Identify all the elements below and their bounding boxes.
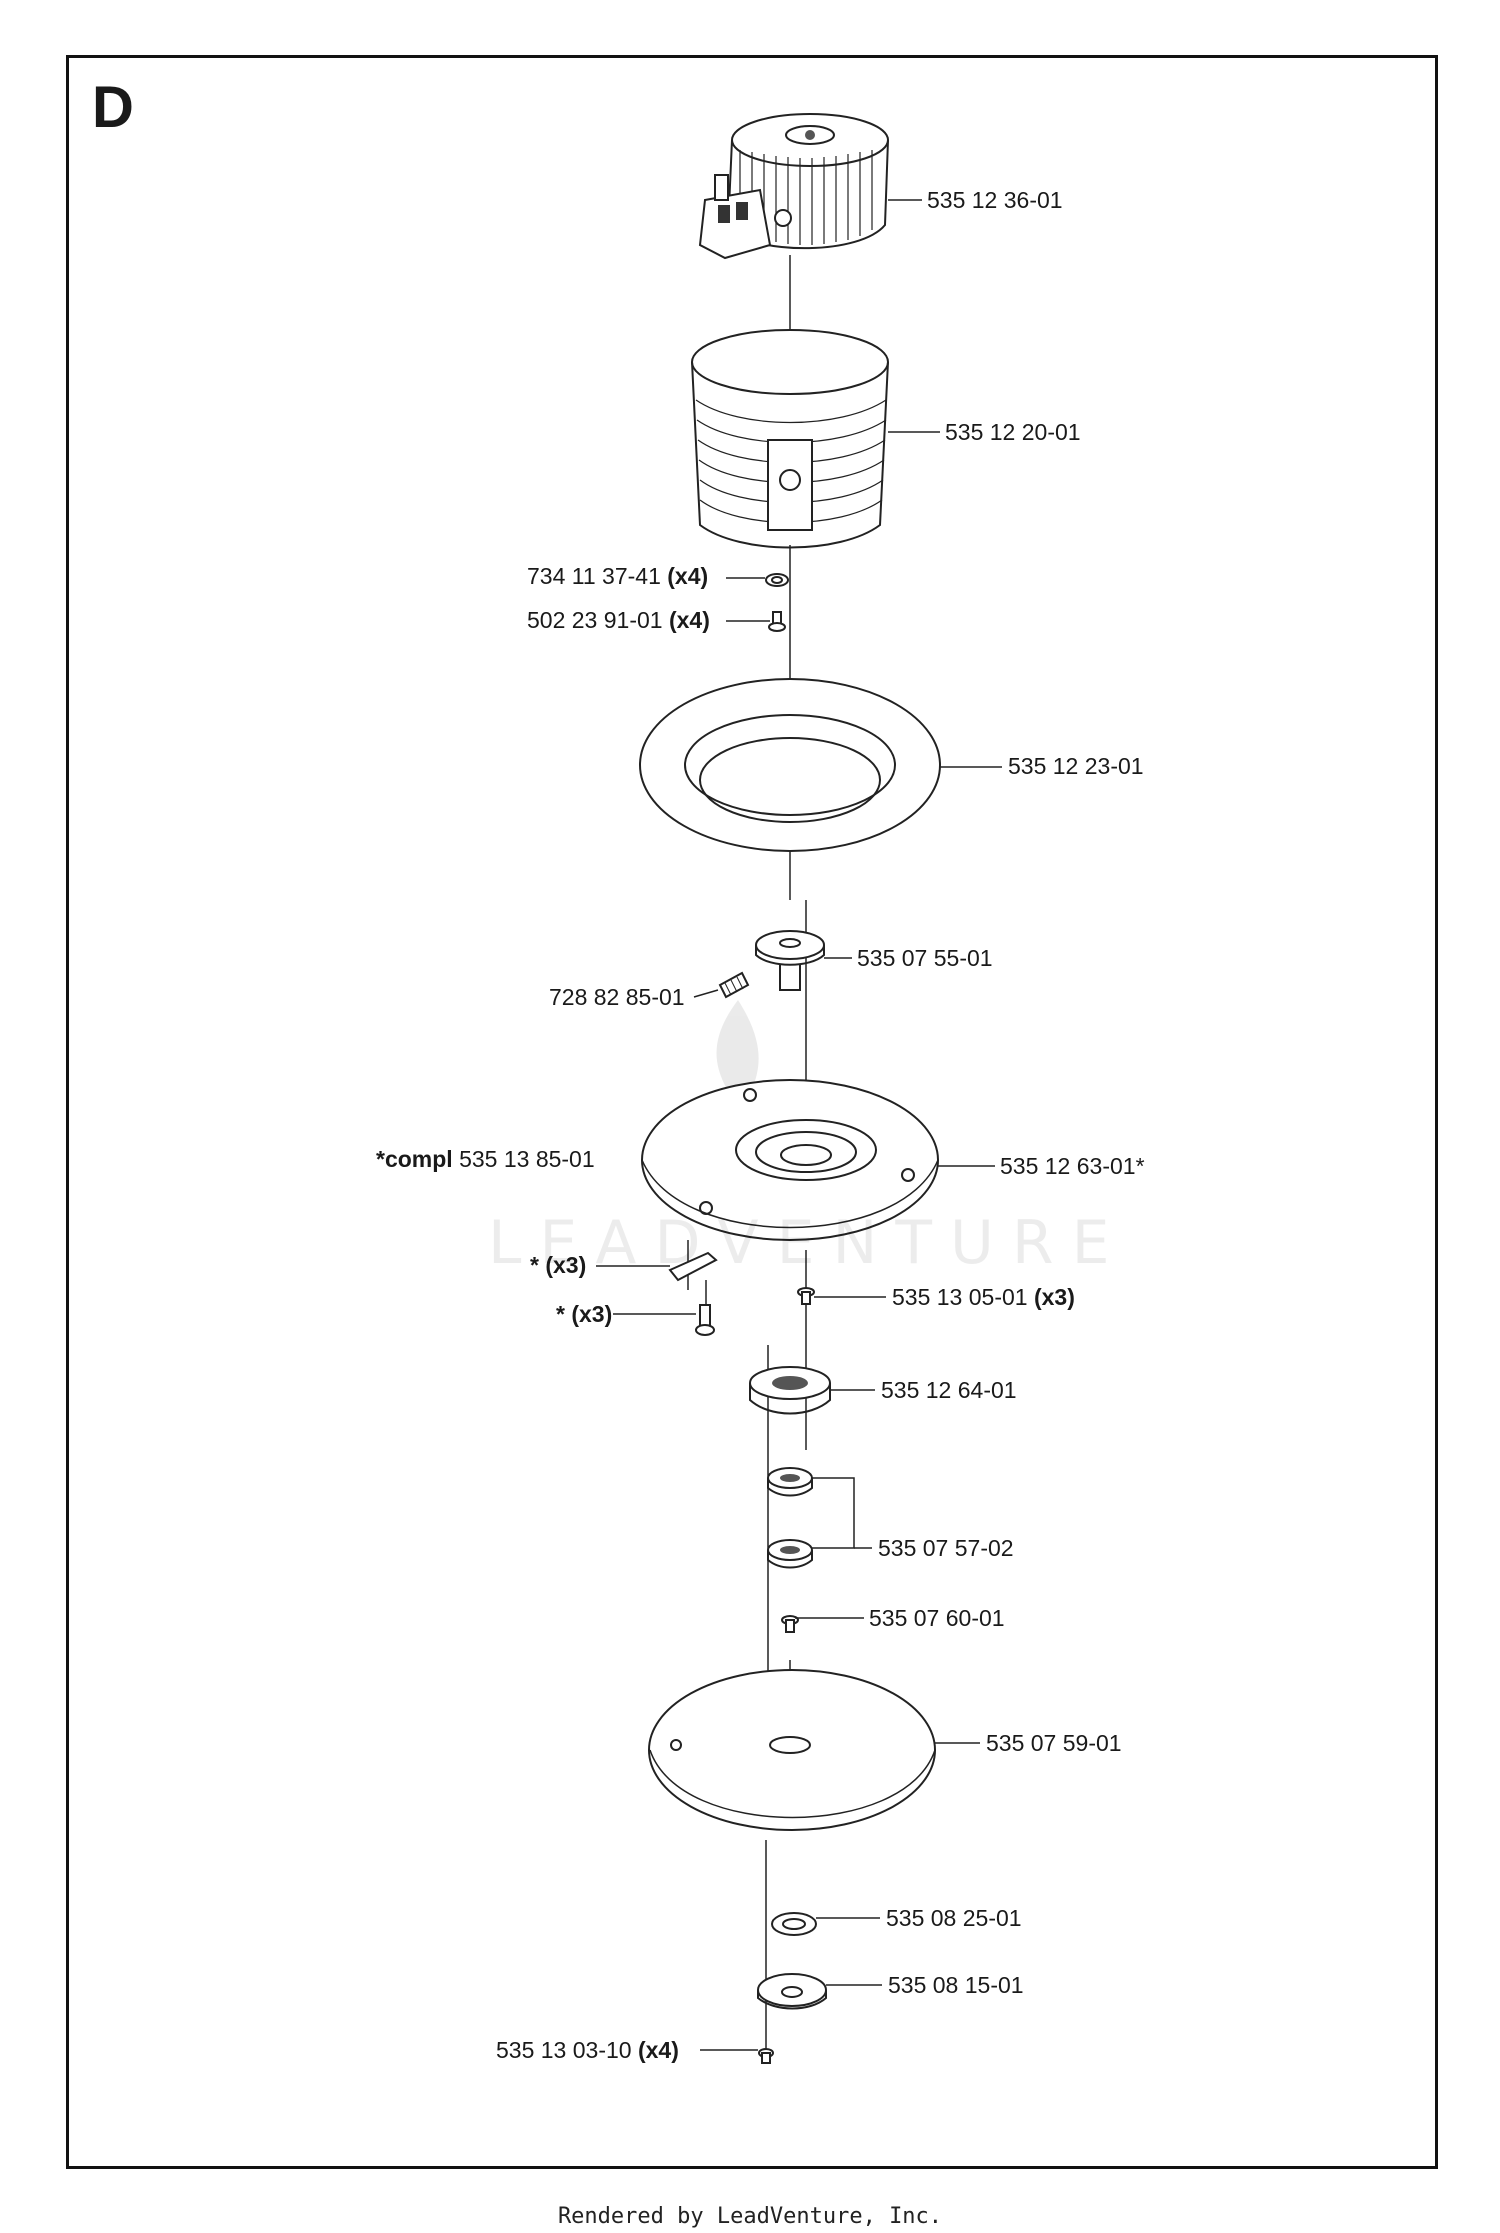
bearing-upper [767,1467,813,1497]
label-bearing-housing: 535 12 64-01 [881,1377,1017,1403]
ring [639,678,941,852]
label-compl: *compl 535 13 85-01 [376,1146,595,1172]
motor-housing [691,329,889,549]
hub [755,930,825,991]
spacer [771,1912,817,1936]
label-housing-screw: 502 23 91-01 (x4) [527,607,710,633]
label-disc: 535 07 59-01 [986,1730,1122,1756]
blade [668,1251,718,1282]
housing-screw [768,611,786,632]
label-bearing-plate: 535 12 63-01* [1000,1153,1145,1179]
footer-credit: Rendered by LeadVenture, Inc. [557,2204,943,2229]
disc [648,1669,936,1831]
label-plate-screw: 535 13 05-01 (x3) [892,1284,1075,1310]
leader-lines [596,199,1002,2051]
label-hub: 535 07 55-01 [857,945,993,971]
label-motor: 535 12 36-01 [927,187,1063,213]
label-set-screw: 728 82 85-01 [549,984,685,1010]
label-bearings: 535 07 57-02 [878,1535,1014,1561]
flange-screw [758,2048,774,2064]
label-ring: 535 12 23-01 [1008,753,1144,779]
shaft-screw [781,1615,799,1633]
label-motor-housing: 535 12 20-01 [945,419,1081,445]
label-flange-screw: 535 13 03-10 (x4) [496,2037,679,2063]
flange [757,1973,827,2010]
motor [698,113,889,260]
bearing-housing [749,1366,831,1415]
diagram-frame [66,55,1438,2169]
label-spacer: 535 08 25-01 [886,1905,1022,1931]
watermark-text: LEADVENTURE [488,1208,1128,1278]
label-blade-screw: * (x3) [556,1301,613,1327]
label-flange: 535 08 15-01 [888,1972,1024,1998]
label-washer: 734 11 37-41 (x4) [527,563,709,589]
section-letter: D [92,75,134,140]
washer [765,573,789,587]
label-shaft-screw: 535 07 60-01 [869,1605,1005,1631]
bearing-lower [767,1539,813,1569]
bearing-plate [641,1079,939,1241]
label-blade: * (x3) [530,1252,587,1278]
set-screw [718,971,750,999]
blade-screw [695,1304,715,1336]
plate-screw [797,1287,815,1305]
